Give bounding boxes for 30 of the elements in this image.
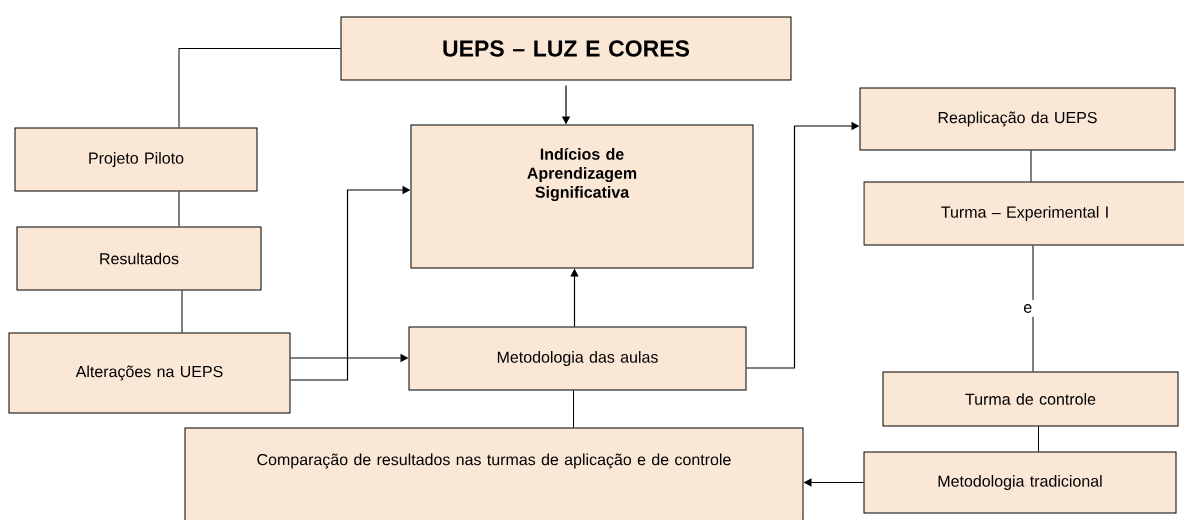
node-label: Metodologia das aulas [497,351,658,366]
process-box [859,87,1176,151]
process-box [184,427,804,520]
connector-line [1032,245,1034,372]
node-label: Turma – Experimental I [941,206,1108,221]
process-box [14,127,258,192]
node-label: Projeto Piloto [89,152,184,167]
connector-line [178,48,341,128]
title-box [340,16,792,81]
result-box [410,124,754,269]
connector-line [1038,426,1039,452]
connector-line [1030,150,1032,182]
node-label: Comparação de resultados nas turmas de aplicação e de controle [257,453,731,469]
process-box [16,226,262,291]
node-label: Turma de controle [965,393,1096,405]
process-box [882,371,1179,427]
node-label: Indícios de Aprendizagem Significativa [527,147,637,202]
process-box [8,332,291,414]
connector-line [573,390,574,428]
node-label: Alterações na UEPS [75,365,223,381]
node-label: Reaplicação da UEPS [938,111,1097,127]
process-box [863,451,1177,514]
node-label: Metodologia tradicional [938,475,1102,490]
process-box [408,326,747,391]
edge-label: e [1019,300,1037,317]
node-label: Resultados [100,252,179,265]
process-box [863,181,1184,246]
node-label: UEPS – LUZ E CORES [443,40,690,57]
connector-line [181,290,183,333]
connector-line [178,191,180,227]
